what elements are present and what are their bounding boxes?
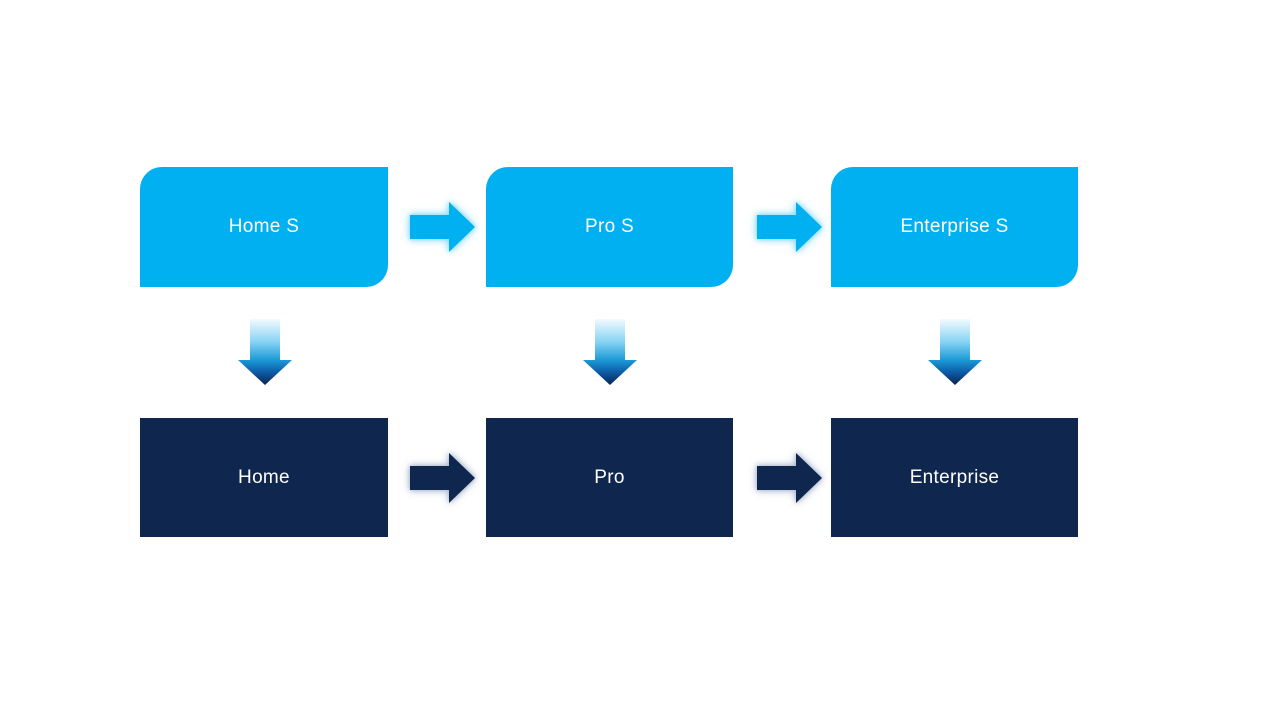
right-arrow-icon xyxy=(410,453,475,503)
down-arrow-icon xyxy=(238,319,292,385)
down-arrow-icon xyxy=(928,319,982,385)
box-pro-s-label: Pro S xyxy=(584,216,635,237)
right-arrow-icon xyxy=(757,453,822,503)
box-pro: Pro xyxy=(486,418,733,537)
box-enterprise-s: Enterprise S xyxy=(831,167,1078,287)
box-home: Home xyxy=(140,418,388,537)
box-enterprise-s-label: Enterprise S xyxy=(900,216,1009,237)
box-home-s: Home S xyxy=(140,167,388,287)
down-arrow-icon xyxy=(583,319,637,385)
right-arrow-icon xyxy=(410,202,475,252)
box-home-label: Home xyxy=(238,466,290,488)
box-enterprise-label: Enterprise xyxy=(909,466,1000,488)
box-pro-label: Pro xyxy=(594,466,625,488)
box-home-s-label: Home S xyxy=(228,216,300,237)
box-enterprise: Enterprise xyxy=(831,418,1078,537)
box-pro-s: Pro S xyxy=(486,167,733,287)
right-arrow-icon xyxy=(757,202,822,252)
